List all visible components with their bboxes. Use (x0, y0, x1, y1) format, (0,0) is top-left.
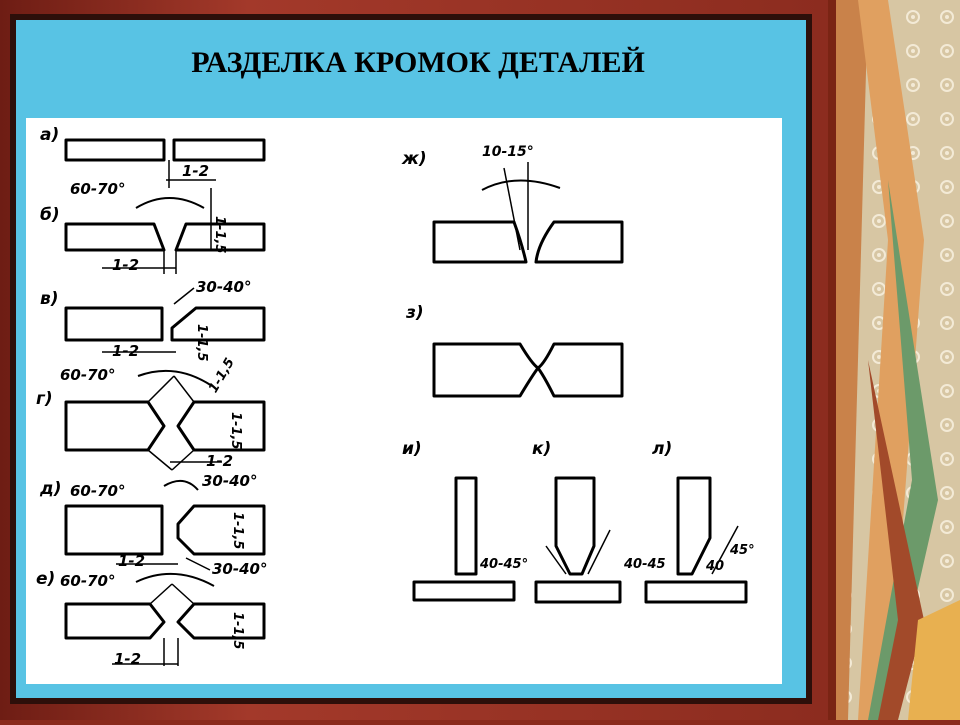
plate-z-right (536, 342, 624, 398)
plate-z-left (432, 342, 540, 398)
dim-root-d: 1-1,5 (230, 512, 245, 549)
dim-angle-g: 60-70° (60, 366, 115, 384)
dim-angle-v: 30-40° (196, 278, 251, 296)
plate-l-vertical (676, 476, 712, 576)
plate-b-left (64, 222, 166, 252)
plate-v-left (64, 306, 164, 342)
label-d: д) (39, 479, 62, 499)
dim-angle-e: 60-70° (60, 572, 115, 590)
label-i: и) (402, 439, 422, 459)
dim-angle-l3: 45° (729, 543, 755, 558)
dim-angle-zh: 10-15° (482, 144, 534, 160)
plate-e-left (64, 602, 166, 640)
arc-d (163, 479, 199, 491)
plate-d-right (176, 504, 266, 556)
dim-gap-e: 1-2 (114, 650, 141, 668)
arc-zh (481, 179, 561, 191)
plate-i-base (412, 580, 516, 602)
decorative-side-panel (828, 0, 960, 720)
dim-angle-l2: 40 (705, 559, 724, 574)
guide-k-left (545, 545, 567, 575)
dim-angle-d3: 30-40° (212, 560, 267, 578)
arc-e (135, 573, 215, 587)
dim-angle-d1: 60-70° (70, 482, 125, 500)
dim-root-e: 1-1,5 (230, 612, 245, 649)
dim-gap-a: 1-2 (182, 162, 209, 180)
dim-angle-b: 60-70° (70, 180, 125, 198)
dim-root-b: 1-1,5 (212, 216, 227, 253)
arc-g (137, 369, 213, 387)
plate-l-base (644, 580, 748, 604)
diagram-canvas: а) 1-2 60-70° б) 1-1,5 1-2 в) 30-40° (36, 125, 755, 668)
dim-root-g-top: 1-1,5 (206, 356, 238, 396)
dim-root-v: 1-1,5 (194, 324, 209, 361)
plate-d-left (64, 504, 164, 556)
slide-frame: РАЗДЕЛКА КРОМОК ДЕТАЛЕЙ а) 1-2 60-70° б)… (0, 0, 828, 720)
label-l: л) (652, 439, 672, 459)
arc-b (135, 197, 205, 209)
dim-angle-d2: 30-40° (202, 472, 257, 490)
slide-title: РАЗДЕЛКА КРОМОК ДЕТАЛЕЙ (191, 46, 645, 79)
dim-gap-d: 1-2 (118, 552, 145, 570)
label-zh: ж) (401, 149, 427, 169)
plate-zh-right (534, 220, 624, 264)
dim-root-g-side: 1-1,5 (228, 412, 243, 449)
groove-g (147, 375, 195, 471)
plate-k-base (534, 580, 622, 604)
label-g: г) (36, 389, 53, 409)
arrow-v (173, 287, 195, 305)
label-a: а) (40, 125, 59, 145)
dim-gap-b: 1-2 (112, 256, 139, 274)
plate-g-left (64, 400, 166, 452)
label-v: в) (40, 289, 59, 309)
plate-zh-left (432, 220, 528, 264)
label-k: к) (532, 439, 551, 459)
label-e: е) (36, 569, 55, 589)
arrow-d3 (185, 557, 211, 571)
plate-a-left (64, 138, 166, 162)
plate-v-right (170, 306, 266, 342)
groove-e (149, 583, 195, 605)
plate-e-right (176, 602, 266, 640)
dim-gap-v: 1-2 (112, 342, 139, 360)
plate-k-vertical (554, 476, 596, 576)
guide-k-right (587, 529, 611, 575)
plate-i-vertical (454, 476, 478, 576)
dim-gap-g: 1-2 (206, 452, 233, 470)
plate-g-right (176, 400, 266, 452)
plate-a-right (172, 138, 266, 162)
weld-edge-diagram: а) 1-2 60-70° б) 1-1,5 1-2 в) 30-40° (26, 118, 782, 684)
dim-angle-k: 40-45° (479, 557, 528, 572)
label-b: б) (40, 205, 60, 225)
dim-angle-l1: 40-45 (623, 557, 666, 572)
guide-zh-1 (503, 167, 521, 251)
guide-l (711, 525, 739, 575)
decorative-pattern (828, 0, 960, 720)
label-z: з) (405, 303, 424, 323)
